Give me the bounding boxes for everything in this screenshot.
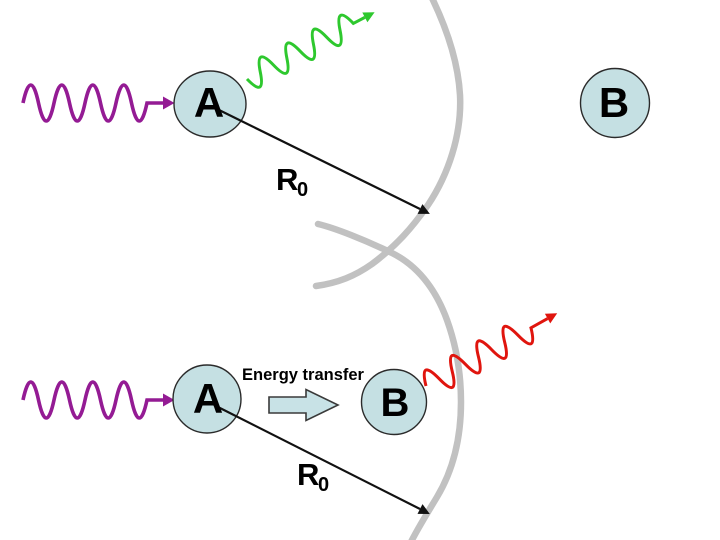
radius-arc-icon-bottom: [314, 220, 465, 540]
excitation-wave-icon-bottom: [21, 380, 163, 420]
donor-emission-arrowhead-icon: [362, 12, 375, 23]
r0-distance-arrow-top: [214, 107, 421, 210]
energy-transfer-block-arrow-icon: [268, 388, 340, 422]
radius-arc-icon-top: [312, 0, 464, 290]
r0-arrowhead-icon-top: [417, 204, 430, 214]
donor-circle-bottom: [172, 364, 242, 434]
excitation-arrowhead-icon-top: [163, 96, 175, 110]
donor-label-bottom: A: [193, 375, 223, 422]
donor-circle-top: [173, 70, 247, 138]
r0-subscript-top: 0: [297, 179, 308, 201]
r0-distance-arrow-bottom: [213, 404, 421, 510]
donor-label-top: A: [194, 79, 224, 126]
energy-transfer-label: Energy transfer: [242, 366, 365, 384]
acceptor-emission-arrowhead-icon: [544, 313, 558, 324]
donor-emission-wave-icon: [245, 12, 375, 89]
excitation-arrowhead-icon-bottom: [163, 393, 175, 407]
r0-subscript-bottom: 0: [318, 474, 329, 496]
acceptor-label-top: B: [599, 79, 629, 126]
r0-arrowhead-icon-bottom: [417, 504, 430, 514]
r0-label-top: R: [276, 162, 298, 197]
acceptor-emission-wave-icon: [422, 313, 558, 389]
acceptor-label-bottom: B: [381, 381, 410, 425]
r0-label-bottom: R: [297, 457, 319, 492]
acceptor-circle-top: [579, 67, 651, 139]
bottom-panel: A Energy transfer B R 0: [21, 220, 558, 540]
top-panel: A R 0 B: [21, 0, 651, 290]
excitation-wave-icon-top: [21, 83, 163, 123]
acceptor-circle-bottom: [360, 368, 428, 436]
